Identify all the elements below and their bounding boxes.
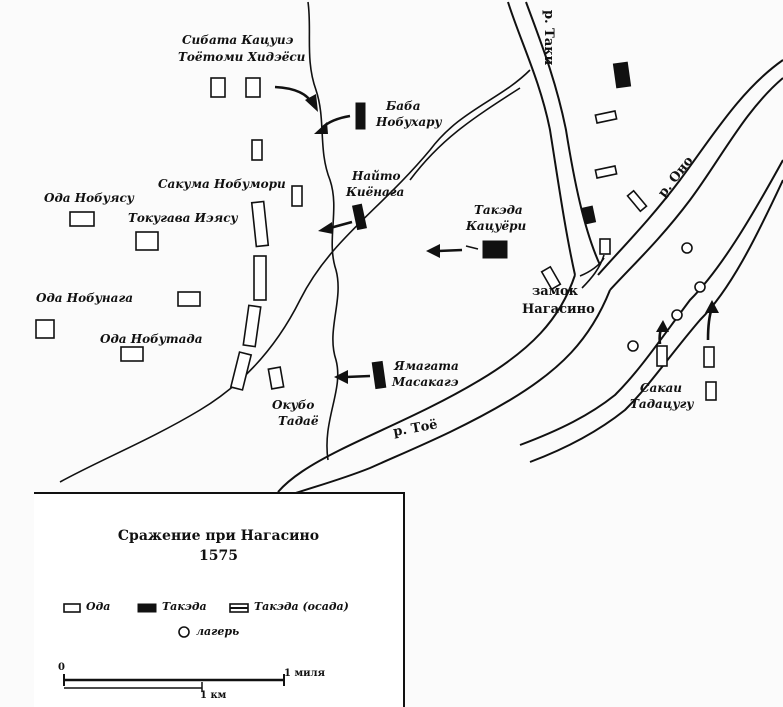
unit-siege-4 xyxy=(540,265,562,291)
palisade-4 xyxy=(229,351,253,391)
unit-takeda-siege-2 xyxy=(581,205,597,225)
label-shibata-2: Тоётоми Хидэёси xyxy=(178,50,306,64)
arrow-takeda xyxy=(437,248,463,253)
camp-1 xyxy=(681,242,693,254)
road-west-inner xyxy=(409,87,521,181)
label-shibata-1: Сибата Кацуиэ xyxy=(182,33,294,47)
arrow-sakai-1-head xyxy=(656,320,669,332)
unit-takeda-siege-1 xyxy=(612,61,632,89)
arrow-baba-head xyxy=(314,122,328,134)
label-yamagata-1: Ямагата xyxy=(393,359,459,373)
unit-siege-2 xyxy=(594,165,618,179)
label-naito-2: Киёнага xyxy=(345,185,404,199)
label-oda-nobunaga: Ода Нобунага xyxy=(36,291,133,305)
river-ono-b xyxy=(609,77,783,291)
unit-oda-3 xyxy=(177,291,201,307)
camp-3 xyxy=(671,309,683,321)
label-naito-1: Найто xyxy=(351,169,401,183)
label-river-taki: р. Таки xyxy=(541,10,556,66)
arrow-sakai-2-head xyxy=(705,300,719,313)
unit-oda-shibata-2 xyxy=(245,77,261,98)
legend-oda-symbol xyxy=(63,603,81,613)
legend-camp-label: лагерь xyxy=(196,625,240,638)
castle-pointer xyxy=(579,257,605,277)
label-river-toe: р. Тоё xyxy=(392,417,439,440)
road-west xyxy=(59,69,531,483)
label-sakai-2: Тадацугу xyxy=(630,397,694,411)
label-takeda-2: Кацуёри xyxy=(465,219,527,233)
arrow-shibata xyxy=(274,85,314,105)
label-baba-1: Баба xyxy=(385,99,420,113)
arrow-takeda-head xyxy=(426,244,440,258)
arrow-shibata-head xyxy=(305,94,318,112)
central-stream xyxy=(307,1,339,461)
label-sakai-1: Сакаи xyxy=(640,381,682,395)
camp-2 xyxy=(694,281,706,293)
label-takeda-1: Такэда xyxy=(474,203,523,217)
legend-oda-label: Ода xyxy=(86,600,111,613)
unit-siege-3 xyxy=(626,189,648,213)
label-oda-nobutada: Ода Нобутада xyxy=(100,332,203,346)
label-tokugawa: Токугава Иэясу xyxy=(128,211,239,225)
scale-label-km: 1 км xyxy=(200,690,227,701)
castle-nagashino xyxy=(599,238,611,255)
label-yamagata-2: Масакагэ xyxy=(391,375,459,389)
river-toe-b xyxy=(289,289,611,496)
legend-camp-symbol xyxy=(178,626,190,638)
arrow-yamagata xyxy=(345,374,371,379)
palisade-2 xyxy=(253,255,267,301)
river-ono-a xyxy=(597,59,783,276)
scale-label-mile: 1 миля xyxy=(284,668,325,679)
unit-takeda-yamagata xyxy=(371,360,387,390)
label-oda-nobuyasu: Ода Нобуясу xyxy=(44,191,135,205)
unit-takeda-baba xyxy=(355,102,366,130)
legend-symbols xyxy=(63,603,285,692)
unit-siege-1 xyxy=(594,110,618,124)
unit-oda-shibata-1 xyxy=(210,77,226,98)
unit-oda-2 xyxy=(291,185,303,207)
legend-takeda-label: Такэда xyxy=(162,600,207,613)
unit-oda-nobuyasu xyxy=(69,211,95,227)
arrow-naito xyxy=(329,220,353,230)
unit-sakai-3 xyxy=(705,381,717,401)
unit-takeda-naito xyxy=(351,203,367,231)
label-baba-2: Нобухару xyxy=(375,115,443,129)
unit-oda-nobunaga xyxy=(35,319,55,339)
label-sakuma: Сакума Нобумори xyxy=(158,177,286,191)
river-toe-east-b xyxy=(529,179,783,463)
unit-sakai-2 xyxy=(703,346,715,368)
unit-oda-tokugawa xyxy=(135,231,159,251)
label-castle-1: замок xyxy=(532,284,579,299)
label-castle-2: Нагасино xyxy=(522,302,595,317)
legend-siege-label: Такэда (осада) xyxy=(254,600,349,613)
unit-oda-nobutada xyxy=(120,346,144,362)
river-toe-a xyxy=(277,274,576,493)
legend: Сражение при Нагасино 1575 Ода Такэда Та… xyxy=(34,492,405,707)
unit-takeda-katsuyori xyxy=(482,240,508,259)
arrow-takeda-tail xyxy=(465,245,479,250)
legend-title: Сражение при Нагасино xyxy=(117,528,320,544)
arrow-naito-head xyxy=(318,222,333,234)
unit-sakai-1 xyxy=(656,345,668,367)
label-okubo-2: Тадаё xyxy=(278,414,319,428)
label-okubo-1: Окубо xyxy=(272,398,314,412)
river-taki-left xyxy=(507,1,576,276)
palisade-1 xyxy=(250,200,270,248)
scale-label-zero: 0 xyxy=(58,662,65,673)
legend-takeda-symbol xyxy=(137,603,157,613)
palisade-3 xyxy=(242,304,262,348)
unit-oda-okubo xyxy=(267,366,285,390)
unit-oda-1 xyxy=(251,139,263,161)
legend-year: 1575 xyxy=(199,548,238,564)
castle-road xyxy=(581,254,605,289)
arrow-yamagata-head xyxy=(334,370,348,384)
river-taki-right xyxy=(525,1,601,266)
camp-4 xyxy=(627,340,639,352)
label-river-ono: р. Оно xyxy=(655,153,696,200)
